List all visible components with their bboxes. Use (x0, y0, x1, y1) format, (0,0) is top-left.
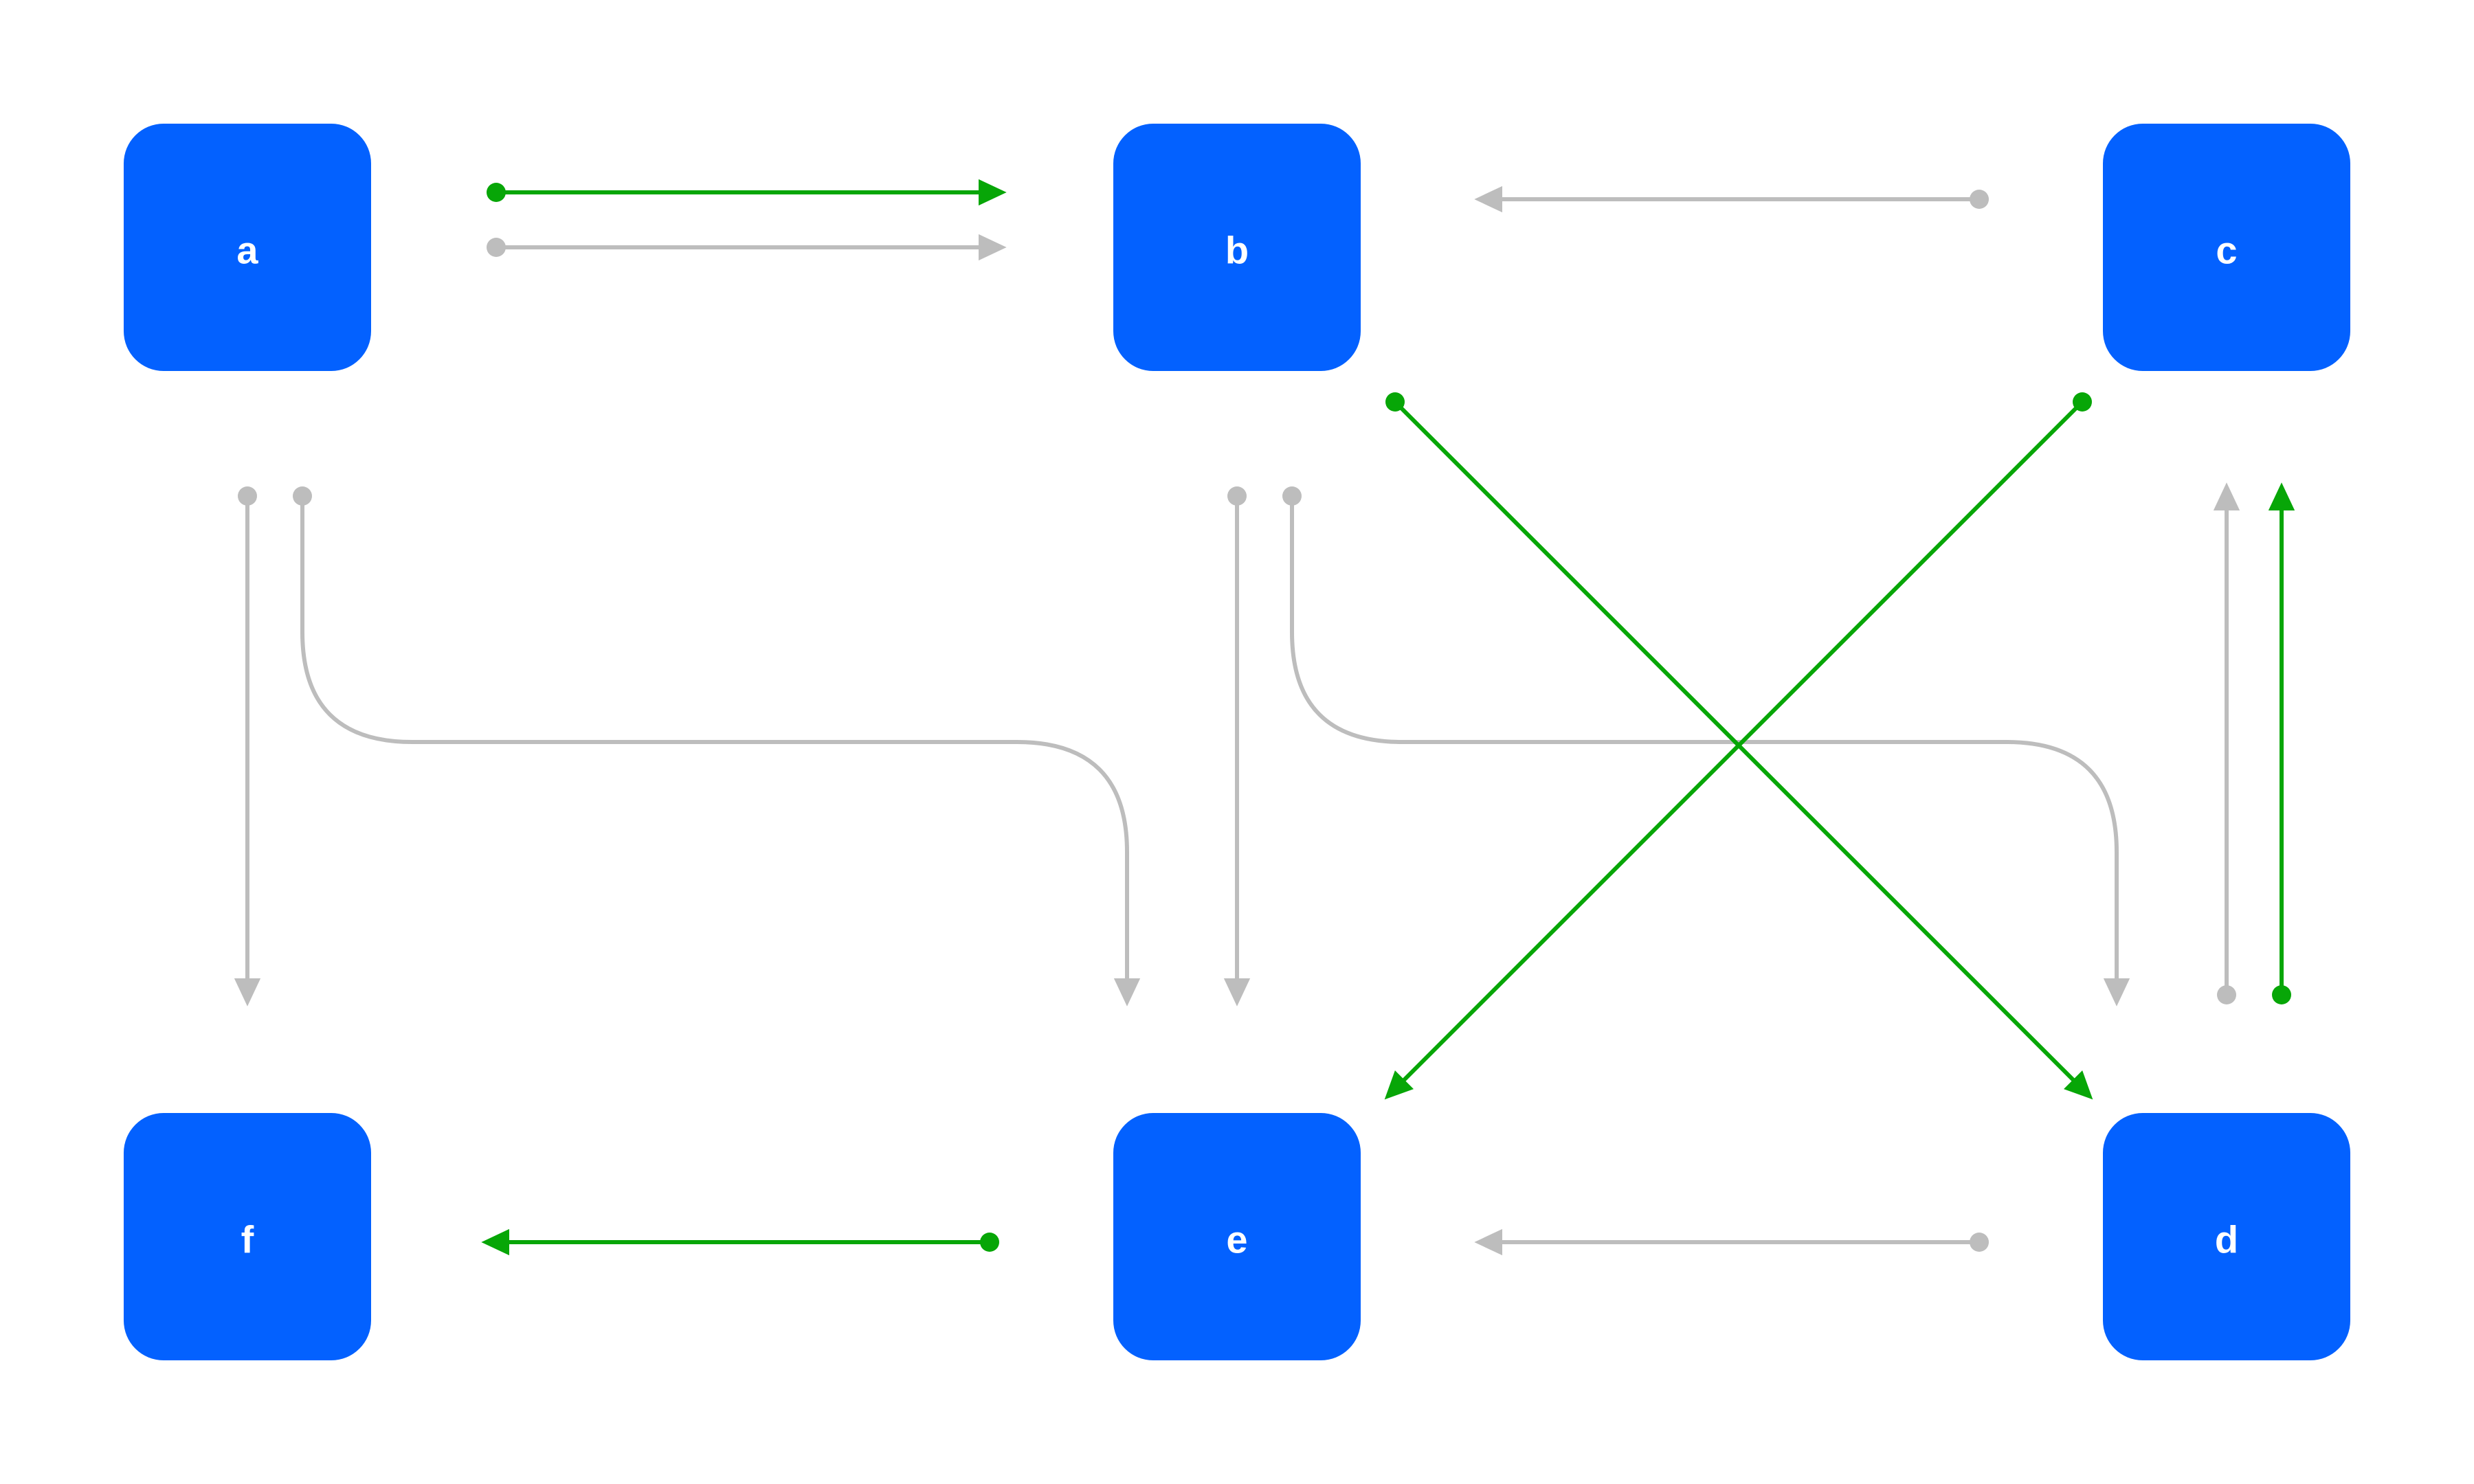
edge-start-dot (2272, 985, 2291, 1004)
edge-a-to-e-inactive[interactable] (293, 486, 1141, 1007)
node-c-label: c (2216, 229, 2237, 272)
edge-line (1400, 400, 2084, 1084)
edges-layer (234, 179, 2295, 1256)
arrow-head-icon (481, 1228, 509, 1256)
arrow-head-icon (2268, 482, 2295, 510)
node-d[interactable]: d (2103, 1113, 2350, 1360)
node-b[interactable]: b (1113, 124, 1361, 371)
arrow-head-icon (1384, 1070, 1414, 1100)
edge-b-to-d-active[interactable] (1385, 392, 2093, 1100)
edge-e-to-f-active[interactable] (481, 1228, 999, 1256)
edge-b-to-e-inactive[interactable] (1223, 486, 1251, 1007)
edge-b-to-d-inactive[interactable] (1282, 486, 2130, 1007)
edge-c-to-b-inactive[interactable] (1474, 186, 1989, 213)
edge-a-to-b-active[interactable] (487, 179, 1007, 206)
arrow-head-icon (2064, 1070, 2093, 1100)
arrow-head-icon (1474, 1228, 1502, 1256)
node-d-label: d (2215, 1218, 2238, 1261)
arrow-head-icon (1113, 978, 1141, 1007)
nodes-layer: a b c d e f (124, 124, 2350, 1360)
edge-line (300, 496, 1129, 982)
arrow-head-icon (234, 978, 261, 1007)
arrow-head-icon (2103, 978, 2130, 1007)
arrow-head-icon (979, 234, 1007, 261)
edge-line (1290, 496, 2119, 982)
node-f[interactable]: f (124, 1113, 371, 1360)
edge-start-dot (980, 1233, 999, 1252)
arrow-head-icon (1474, 186, 1502, 213)
edge-d-to-c-inactive[interactable] (2213, 482, 2240, 1004)
edge-start-dot (2073, 392, 2092, 412)
edge-start-dot (1282, 486, 1302, 506)
edge-start-dot (1970, 190, 1989, 209)
edge-d-to-e-inactive[interactable] (1474, 1228, 1989, 1256)
edge-start-dot (293, 486, 312, 506)
edge-d-to-c-active[interactable] (2268, 482, 2295, 1004)
node-e[interactable]: e (1113, 1113, 1361, 1360)
node-b-label: b (1225, 229, 1249, 272)
node-e-label: e (1226, 1218, 1247, 1261)
edge-line (1393, 400, 2077, 1084)
node-a[interactable]: a (124, 124, 371, 371)
edge-start-dot (1385, 392, 1405, 412)
edge-a-to-b-inactive[interactable] (487, 234, 1007, 261)
arrow-head-icon (1223, 978, 1251, 1007)
edge-start-dot (1227, 486, 1247, 506)
node-c[interactable]: c (2103, 124, 2350, 371)
arrow-head-icon (2213, 482, 2240, 510)
edge-start-dot (487, 183, 506, 202)
edge-start-dot (487, 238, 506, 257)
edge-a-to-f-inactive[interactable] (234, 486, 261, 1007)
arrow-head-icon (979, 179, 1007, 206)
edge-start-dot (2217, 985, 2236, 1004)
edge-start-dot (238, 486, 257, 506)
edge-c-to-e-active[interactable] (1384, 392, 2092, 1100)
node-f-label: f (241, 1218, 254, 1261)
node-a-label: a (236, 229, 258, 272)
edge-start-dot (1970, 1233, 1989, 1252)
